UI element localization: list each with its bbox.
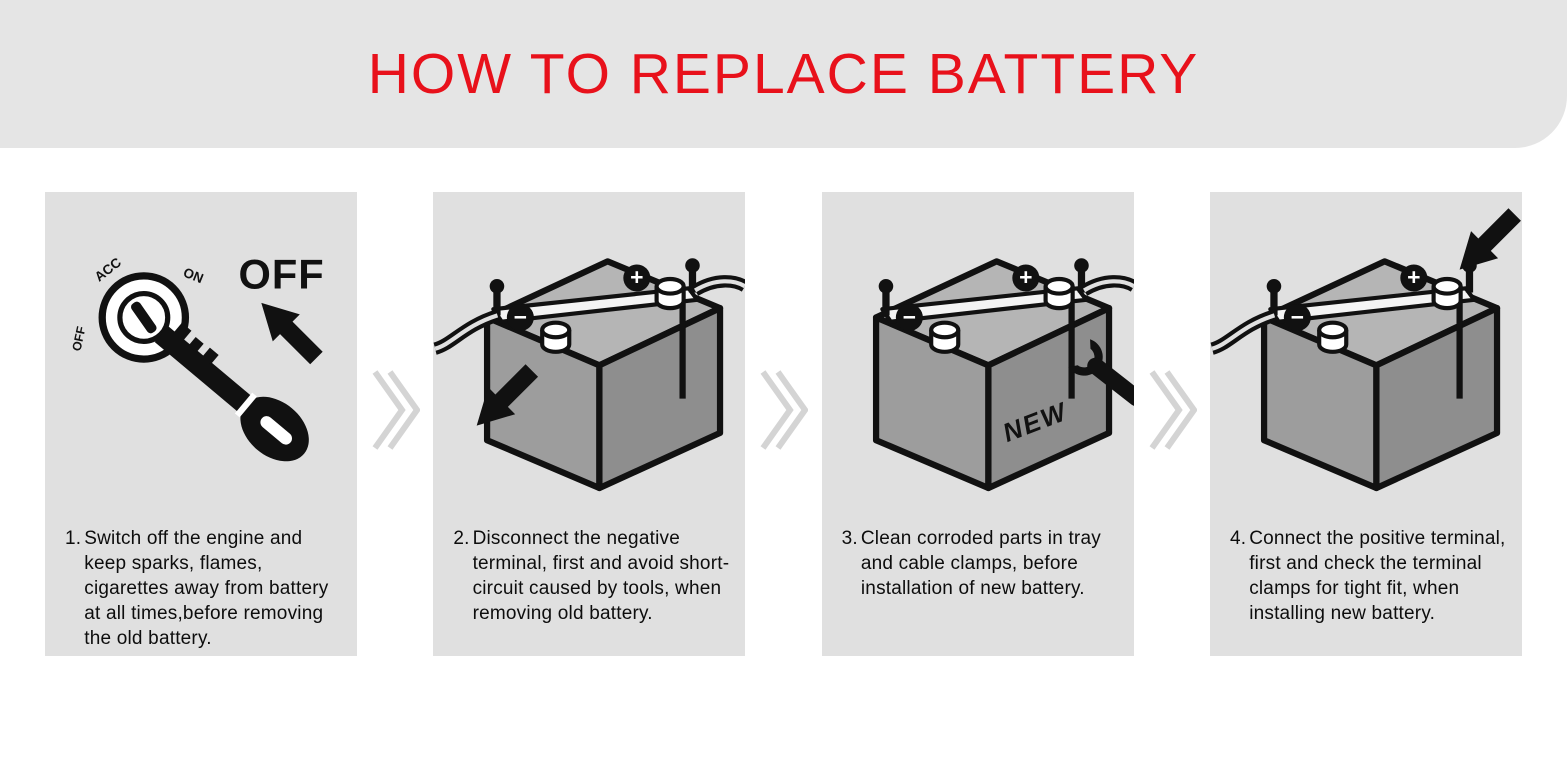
header-band: HOW TO REPLACE BATTERY — [0, 0, 1567, 148]
ignition-off-label: OFF — [70, 325, 89, 353]
holddown-strap — [1268, 286, 1477, 324]
step-number: 4. — [1229, 528, 1247, 549]
chevron-separator-icon — [372, 370, 421, 450]
battery-icon: − + NEW — [872, 258, 1112, 492]
minus-terminal: − — [507, 303, 572, 354]
svg-text:+: + — [1019, 264, 1032, 290]
wrench-icon — [1067, 339, 1134, 407]
step-caption: 1. Switch off the engine and keep sparks… — [45, 514, 357, 651]
svg-text:+: + — [630, 264, 643, 290]
plus-badge-icon — [623, 264, 651, 292]
svg-text:−: − — [514, 304, 527, 330]
page-title: HOW TO REPLACE BATTERY — [367, 42, 1200, 106]
svg-text:−: − — [1291, 304, 1304, 330]
step-4-illustration: − + — [1210, 192, 1522, 514]
new-battery-clean-icon: − + NEW — [872, 258, 1134, 492]
chevron-separator-icon — [761, 370, 809, 450]
step-2-illustration: − + — [433, 192, 746, 514]
step-text: Connect the positive terminal, first and… — [1249, 528, 1506, 625]
battery-icon: − + — [484, 258, 724, 492]
cable-left — [433, 309, 500, 355]
minus-badge-icon — [1283, 303, 1311, 331]
step-text: Disconnect the negative terminal, first … — [472, 528, 730, 625]
off-label: OFF — [238, 250, 324, 297]
cable-right — [1080, 275, 1134, 296]
chevron-separator-icon — [1149, 370, 1197, 450]
minus-terminal: − — [895, 303, 960, 354]
ignition-switch-icon: ON ACC OFF — [70, 254, 206, 363]
step-3-illustration: − + NEW — [822, 192, 1134, 514]
key-icon — [154, 322, 309, 462]
step-caption: 4. Connect the positive terminal, first … — [1210, 514, 1522, 626]
step-number: 1. — [65, 528, 82, 549]
plus-badge-icon — [1400, 264, 1428, 292]
off-arrow-icon — [261, 302, 323, 365]
battery-disconnect-icon: − + — [433, 258, 746, 492]
step-caption: 3. Clean corroded parts in tray and cabl… — [822, 514, 1134, 601]
ignition-on-label: ON — [181, 265, 205, 287]
minus-badge-icon — [507, 303, 535, 331]
step-text: Clean corroded parts in tray and cable c… — [860, 528, 1101, 600]
step-1-illustration: ON ACC OFF OFF — [45, 192, 357, 514]
plus-terminal: + — [1011, 264, 1075, 311]
svg-text:+: + — [1407, 264, 1420, 290]
step-panel-4: − + 4. Connect the positive t — [1209, 192, 1522, 656]
plus-badge-icon — [1011, 264, 1039, 292]
step-panel-2: − + — [433, 192, 746, 656]
battery-connect-icon: − + — [1210, 208, 1521, 492]
step-number: 3. — [841, 528, 858, 549]
step-caption: 2. Disconnect the negative terminal, fir… — [433, 514, 745, 626]
battery-icon: − + — [1260, 258, 1501, 492]
minus-terminal: − — [1283, 303, 1349, 354]
connect-arrow-icon — [1459, 208, 1521, 270]
separator-3 — [1143, 362, 1201, 458]
separator-2 — [754, 362, 812, 458]
disconnect-arrow-icon — [476, 364, 539, 426]
svg-text:−: − — [902, 304, 915, 330]
ignition-key-off-icon: ON ACC OFF OFF — [70, 250, 324, 462]
steps-row: ON ACC OFF OFF 1. — [45, 192, 1522, 656]
step-panel-3: − + NEW — [821, 192, 1134, 656]
plus-terminal: + — [623, 264, 687, 311]
holddown-strap — [491, 286, 700, 324]
minus-badge-icon — [895, 303, 923, 331]
separator-1 — [366, 362, 424, 458]
step-panel-1: ON ACC OFF OFF 1. — [45, 192, 357, 656]
step-number: 2. — [453, 528, 470, 549]
cable-left — [1210, 309, 1277, 355]
cable-right — [692, 275, 746, 296]
step-text: Switch off the engine and keep sparks, f… — [84, 528, 329, 650]
plus-terminal: + — [1400, 264, 1463, 311]
holddown-strap — [879, 286, 1088, 324]
